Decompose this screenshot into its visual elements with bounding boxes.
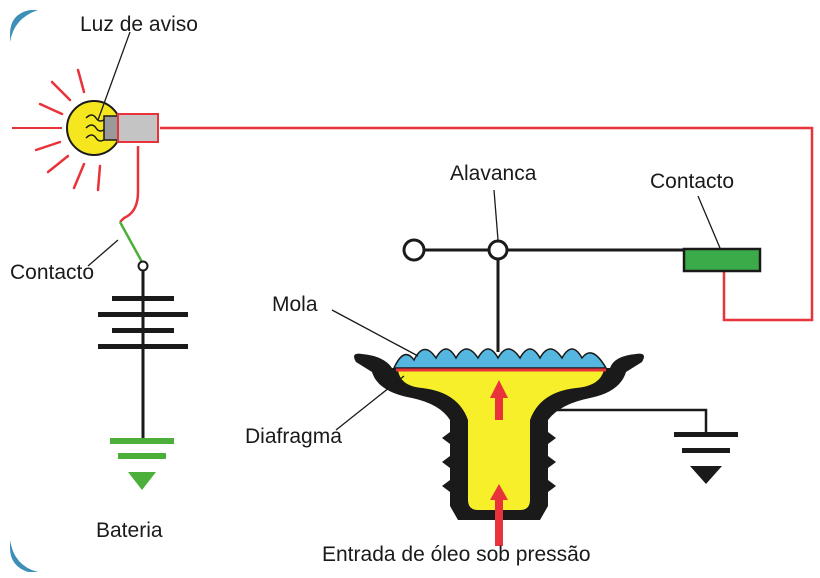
battery-plates <box>98 296 188 349</box>
housing-ground-wire <box>548 408 708 432</box>
oil-inlet-label: Entrada de óleo sob pressão <box>322 543 591 566</box>
diaphragm-chamber <box>398 370 604 510</box>
battery-label: Bateria <box>96 519 163 542</box>
leader-diaphragm <box>335 375 405 431</box>
lever <box>402 238 684 352</box>
spring <box>392 348 608 369</box>
red-wire-lamp-to-contact <box>119 146 140 223</box>
battery-ground-symbol <box>110 438 174 490</box>
housing-ground-symbol <box>674 432 738 484</box>
leader-lever <box>493 189 499 241</box>
lever-label: Alavanca <box>450 162 537 185</box>
pressure-arrows <box>490 380 508 546</box>
warning-light-label: Luz de aviso <box>80 13 198 36</box>
lamp-rays <box>34 68 102 192</box>
leader-spring <box>331 309 419 357</box>
leader-contact-left <box>87 239 119 267</box>
warning-lamp <box>66 100 159 156</box>
spring-label: Mola <box>272 293 318 316</box>
red-wire-lamp-to-switch <box>160 126 814 322</box>
diaphragm-label: Diafragma <box>245 425 342 448</box>
leader-warning-light <box>97 31 131 121</box>
contact-right <box>682 247 762 273</box>
corner-accent-bottom-left <box>10 540 38 572</box>
corner-accent-top-left <box>10 10 38 42</box>
leader-contact-right <box>697 195 721 249</box>
contact-switch-left <box>118 221 149 272</box>
contact-left-label: Contacto <box>10 261 95 284</box>
contact-right-label: Contacto <box>650 170 735 193</box>
